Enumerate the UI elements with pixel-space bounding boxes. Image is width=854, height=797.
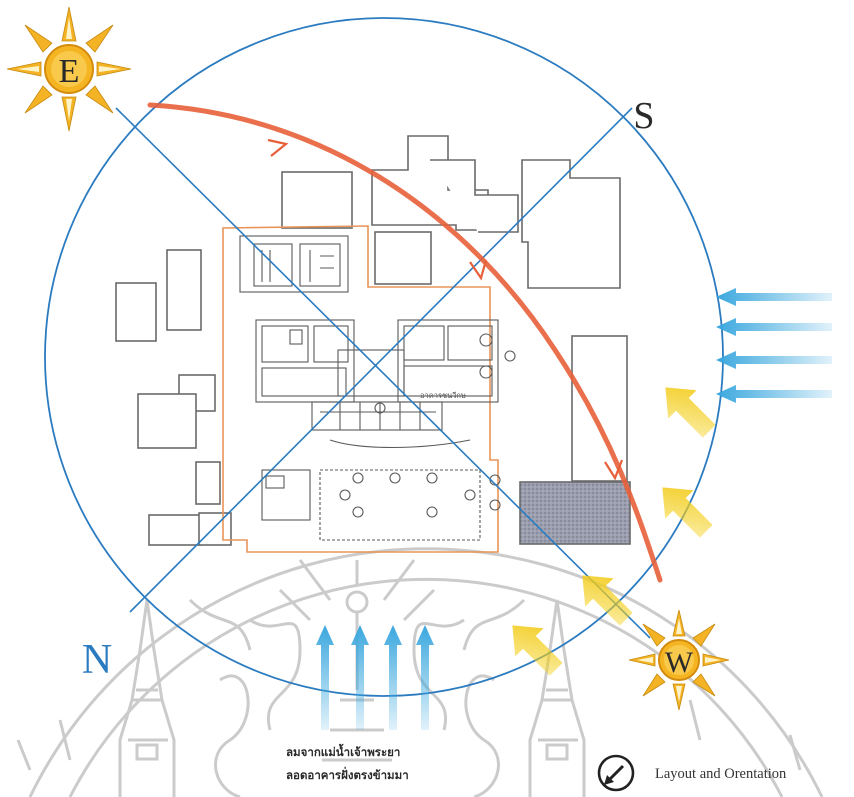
wind-arrow-icon <box>351 625 369 730</box>
wind-caption-line-2: ลอดอาคารฝั่งตรงข้ามมา <box>286 768 409 782</box>
heat-arrow-icon <box>662 487 713 538</box>
heat-arrows <box>512 387 716 676</box>
sun-path-arrow-3 <box>604 459 624 481</box>
sun-icon-west <box>628 609 730 711</box>
sun-path-arrow-2 <box>469 259 488 281</box>
wind-arrow-icon <box>716 351 832 369</box>
east-west-axis <box>115 107 651 639</box>
direction-label-east: E <box>59 53 80 90</box>
heat-arrow-icon <box>665 387 716 438</box>
wind-arrows-east <box>716 288 832 403</box>
sun-icon-east <box>6 6 132 132</box>
wind-arrow-icon <box>316 625 334 730</box>
wind-arrow-icon <box>716 288 832 306</box>
plan-building-label: อาคารชนวีกษ <box>420 391 466 400</box>
sun-path-arrow-1 <box>267 138 289 157</box>
heat-arrow-icon <box>512 625 563 676</box>
heat-arrow-icon <box>582 575 633 626</box>
watermark-emblem <box>16 547 824 797</box>
south-north-axis <box>129 107 633 613</box>
wind-arrows-river <box>316 625 434 730</box>
legend-label: Layout and Orentation <box>655 766 787 782</box>
wind-arrow-icon <box>384 625 402 730</box>
wind-caption-line-1: ลมจากแม่น้ำเจ้าพระยา <box>286 745 401 759</box>
site-plan: อาคารชนวีกษ <box>115 135 631 553</box>
wind-arrow-icon <box>716 385 832 403</box>
compass-icon <box>597 754 635 792</box>
direction-label-west: W <box>665 646 694 679</box>
wind-arrow-icon <box>716 318 832 336</box>
direction-label-south: S <box>633 95 654 137</box>
direction-label-north: N <box>82 637 112 683</box>
sun-path-arc <box>147 102 663 583</box>
wind-arrow-icon <box>416 625 434 730</box>
shaded-building-block <box>519 481 631 545</box>
